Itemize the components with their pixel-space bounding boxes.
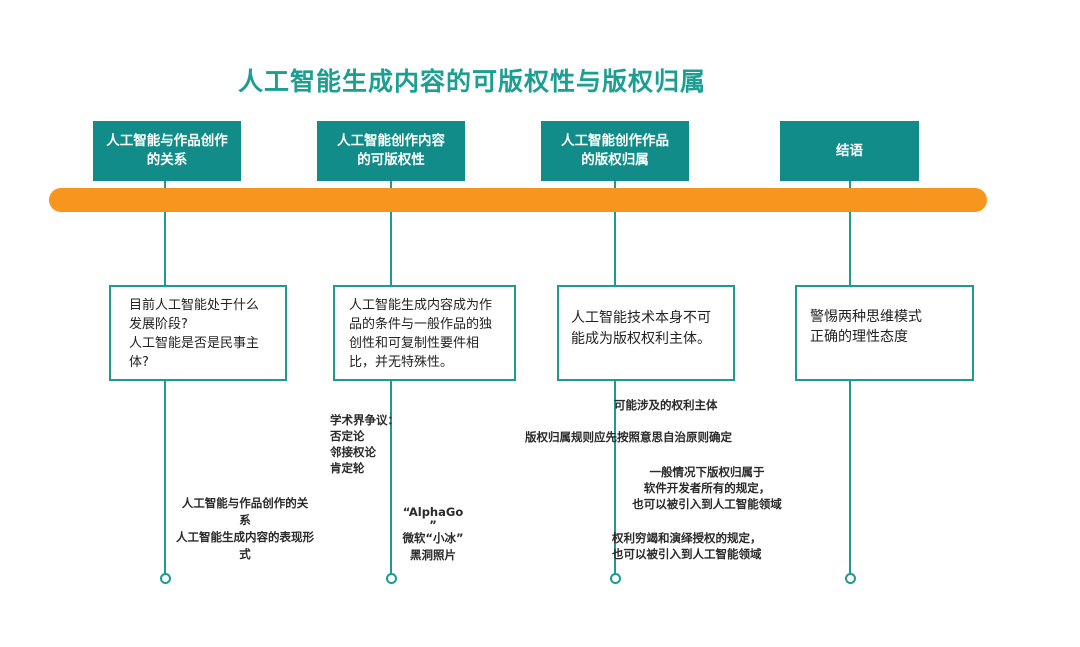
timeline-bar (49, 188, 987, 212)
box-line: 人工智能是否是民事主 (129, 336, 260, 351)
note-rights-subjects: 可能涉及的权利主体 (614, 398, 718, 412)
section-box-conclusion: 警惕两种思维模式 正确的理性态度 (795, 285, 974, 381)
heading-line: 人工智能创作作品 (561, 133, 669, 149)
timeline-end-dot (160, 573, 171, 584)
section-heading-copyrightability: 人工智能创作内容的可版权性 (317, 121, 465, 181)
box-line: 体? (129, 355, 149, 370)
box-line: 目前人工智能处于什么 (129, 298, 260, 313)
heading-line: 的版权归属 (581, 152, 649, 168)
note-line: 式 (239, 547, 251, 561)
heading-line: 人工智能创作内容 (337, 133, 445, 149)
note-line: “AlphaGo (402, 505, 464, 519)
heading-line: 人工智能与作品创作 (106, 133, 228, 149)
heading-line: 结语 (836, 142, 863, 159)
note-examples: “AlphaGo ” 微软“小冰” 黑洞照片 (378, 504, 488, 564)
section-box-ownership: 人工智能技术本身不可 能成为版权权利主体。 (557, 285, 735, 381)
note-autonomy-rule: 版权归属规则应先按照意思自治原则确定 (525, 430, 732, 444)
box-line: 警惕两种思维模式 (810, 309, 922, 325)
timeline-end-dot (610, 573, 621, 584)
box-line: 人工智能生成内容成为作 (349, 298, 493, 313)
note-line: 黑洞照片 (410, 548, 456, 562)
section-box-relation: 目前人工智能处于什么 发展阶段? 人工智能是否是民事主 体? (109, 285, 287, 381)
note-relation-topics: 人工智能与作品创作的关 系 人工智能生成内容的表现形 式 (160, 495, 330, 563)
section-box-copyrightability: 人工智能生成内容成为作 品的条件与一般作品的独 创性和可复制性要件相 比，并无特… (333, 285, 516, 381)
note-line: 也可以被引入到人工智能领域 (632, 497, 782, 511)
note-line: 权利穷竭和演绎授权的规定， (612, 531, 762, 545)
section-heading-ownership: 人工智能创作作品的版权归属 (541, 121, 689, 181)
section-heading-relation: 人工智能与作品创作的关系 (93, 121, 241, 181)
note-line: 人工智能生成内容的表现形 (176, 530, 314, 544)
note-line: ” (429, 518, 437, 532)
note-line: 否定论 (330, 429, 365, 443)
note-line: 也可以被引入到人工智能领域 (612, 547, 762, 561)
note-exhaustion-rule: 权利穷竭和演绎授权的规定， 也可以被引入到人工智能领域 (612, 530, 762, 562)
note-line: 系 (239, 513, 251, 527)
box-line: 人工智能技术本身不可 (571, 310, 711, 326)
note-line: 肯定轮 (330, 461, 365, 475)
section-heading-conclusion: 结语 (780, 121, 919, 181)
box-line: 品的条件与一般作品的独 (349, 317, 493, 332)
note-line: 学术界争议： (330, 413, 399, 427)
page-title: 人工智能生成内容的可版权性与版权归属 (238, 67, 707, 96)
note-line: 软件开发者所有的规定， (643, 481, 771, 495)
note-developer-ownership: 一般情况下版权归属于 软件开发者所有的规定， 也可以被引入到人工智能领域 (612, 464, 802, 512)
box-line: 能成为版权权利主体。 (571, 331, 711, 347)
heading-line: 的可版权性 (357, 152, 425, 168)
timeline-end-dot (386, 573, 397, 584)
heading-line: 的关系 (146, 152, 188, 168)
box-line: 比，并无特殊性。 (349, 355, 454, 370)
note-line: 微软“小冰” (402, 531, 464, 545)
box-line: 发展阶段? (129, 317, 188, 332)
box-line: 创性和可复制性要件相 (349, 336, 480, 351)
note-line: 邻接权论 (330, 445, 376, 459)
note-line: 一般情况下版权归属于 (649, 465, 765, 479)
box-line: 正确的理性态度 (810, 329, 908, 345)
timeline-end-dot (845, 573, 856, 584)
note-line: 人工智能与作品创作的关 (181, 496, 309, 510)
note-academic-debate: 学术界争议： 否定论 邻接权论 肯定轮 (330, 412, 399, 476)
